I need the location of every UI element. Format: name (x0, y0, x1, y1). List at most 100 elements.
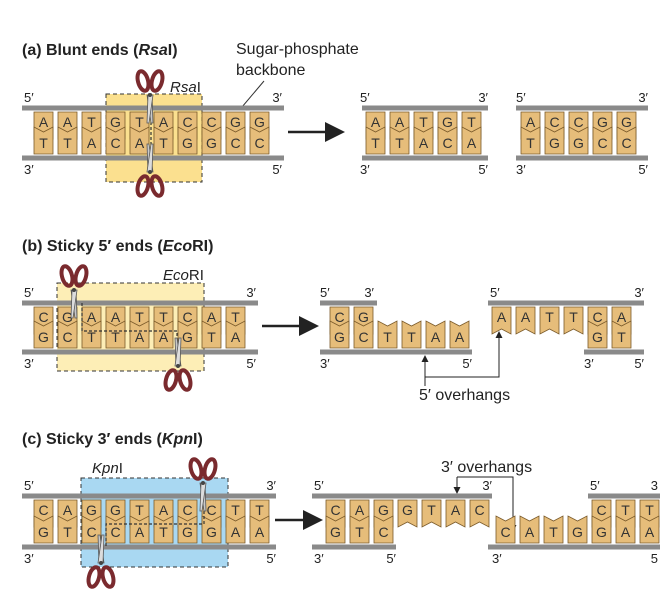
panel-b-product-1-top-right-end-label: 3′ (364, 285, 374, 300)
top-strand-base-letter: C (182, 114, 192, 130)
top-strand-base-letter: G (597, 114, 608, 130)
bottom-strand-base-letter: T (39, 135, 48, 151)
top-strand-base-letter: T (427, 502, 436, 518)
top-strand-base-letter: T (135, 114, 144, 130)
panel-a-product-1-top-right-end-label: 3′ (478, 90, 488, 105)
panel-c-top-left-end-label: 5′ (24, 478, 34, 493)
top-strand-base-letter: G (442, 114, 453, 130)
panel-c-product-2-bottom-left-end-label: 3′ (492, 551, 502, 566)
bottom-strand-base (325, 515, 346, 544)
panel-a-product-2-top-left-end-label: 5′ (516, 90, 526, 105)
sugar-phosphate-backbone (312, 544, 396, 550)
panel-b-product-2-bottom-left-end-label: 3′ (584, 356, 594, 371)
panel-a-title: (a) Blunt ends (RsaI) (22, 42, 178, 59)
five-prime-overhang-bracket (424, 350, 500, 386)
bottom-strand-base (33, 515, 54, 544)
panel-b-top-right-end-label: 3′ (246, 285, 256, 300)
bottom-strand-base (201, 320, 222, 349)
sugar-phosphate-backbone (588, 493, 660, 499)
kpni-bottom-scissors-icon (86, 534, 116, 589)
bottom-strand-base-letter: C (110, 135, 120, 151)
top-strand-base-letter: T (645, 502, 654, 518)
top-strand-base (539, 306, 560, 335)
ecori-enzyme-label: EcoRI (163, 267, 204, 284)
bottom-strand-base-letter: G (38, 524, 49, 540)
sugar-phosphate-backbone (488, 300, 644, 306)
top-strand-base-letter: A (159, 114, 169, 130)
bottom-strand-base-letter: A (135, 135, 145, 151)
bottom-strand-base (437, 126, 458, 155)
top-strand-base-letter: T (135, 309, 144, 325)
bottom-strand-base (544, 126, 565, 155)
bottom-strand-base (519, 515, 540, 544)
rsai-bottom-scissors-icon (135, 143, 165, 198)
top-strand-base-letter: T (467, 114, 476, 130)
bottom-strand-base (81, 126, 102, 155)
top-strand-base-letter: C (592, 309, 602, 325)
bottom-strand-base-letter: C (230, 135, 240, 151)
top-strand-base-letter: T (255, 502, 264, 518)
bottom-strand-base (153, 515, 174, 544)
bottom-strand-base-letter: C (254, 135, 264, 151)
top-strand-base-letter: T (419, 114, 428, 130)
bottom-strand-base-letter: C (442, 135, 452, 151)
top-strand-base-letter: C (573, 114, 583, 130)
backbone-annotation-leader (241, 80, 265, 108)
top-strand-base (397, 499, 418, 528)
panel-c-product-1-top-left-end-label: 5′ (314, 478, 324, 493)
bottom-strand-base-letter: G (206, 135, 217, 151)
top-strand-base-letter: T (569, 309, 578, 325)
panel-c-product-2-top-left-end-label: 5′ (590, 478, 600, 493)
top-strand-base-letter: C (474, 502, 484, 518)
panel-a-bottom-left-end-label: 3′ (24, 162, 34, 177)
top-strand-base-letter: C (596, 502, 606, 518)
panel-a-product-1-bottom-right-end-label: 5′ (478, 162, 488, 177)
bottom-strand-base-letter: T (207, 329, 216, 345)
top-strand-base-letter: A (207, 309, 217, 325)
bottom-strand-base (389, 126, 410, 155)
bottom-strand-base (365, 126, 386, 155)
bottom-strand-base-letter: T (549, 524, 558, 540)
bottom-strand-base (177, 515, 198, 544)
panel-c-top-right-end-label: 3′ (266, 478, 276, 493)
bottom-strand-base (615, 515, 636, 544)
bottom-strand-base-letter: T (526, 135, 535, 151)
top-strand-base (469, 499, 490, 528)
sugar-phosphate-backbone (22, 155, 284, 161)
bottom-strand-base (129, 126, 150, 155)
top-strand-base-letter: G (110, 502, 121, 518)
top-strand-base-letter: T (545, 309, 554, 325)
bottom-strand-base-letter: C (597, 135, 607, 151)
bottom-strand-base (401, 320, 422, 349)
top-strand-base-letter: A (111, 309, 121, 325)
panel-c-product-1-bottom-right-end-label: 5′ (386, 551, 396, 566)
bottom-strand-base-letter: C (358, 329, 368, 345)
bottom-strand-base-letter: G (330, 524, 341, 540)
sugar-phosphate-backbone (320, 300, 377, 306)
sugar-phosphate-backbone (362, 155, 488, 161)
bottom-strand-base-letter: A (525, 524, 535, 540)
bottom-strand-base (177, 126, 198, 155)
bottom-strand-base-letter: C (500, 524, 510, 540)
top-strand-base-letter: G (110, 114, 121, 130)
top-strand-base-letter: C (334, 309, 344, 325)
bottom-strand-base (105, 515, 126, 544)
bottom-strand-base-letter: A (455, 329, 465, 345)
rsai-top-scissors-icon (135, 69, 165, 124)
sugar-phosphate-backbone (22, 544, 276, 550)
top-strand-base-letter: A (371, 114, 381, 130)
bottom-strand-base (33, 126, 54, 155)
bottom-strand-base-letter: T (617, 329, 626, 345)
bottom-strand-base-letter: T (159, 524, 168, 540)
panel-b-bottom-left-end-label: 3′ (24, 356, 34, 371)
panel-b-title: (b) Sticky 5′ ends (EcoRI) (22, 238, 213, 255)
bottom-strand-base-letter: A (255, 524, 265, 540)
bottom-strand-base-letter: C (62, 329, 72, 345)
panel-b-product-1-top-left-end-label: 5′ (320, 285, 330, 300)
bottom-strand-base-letter: A (231, 329, 241, 345)
bottom-strand-base (225, 515, 246, 544)
top-strand-base-letter: C (549, 114, 559, 130)
